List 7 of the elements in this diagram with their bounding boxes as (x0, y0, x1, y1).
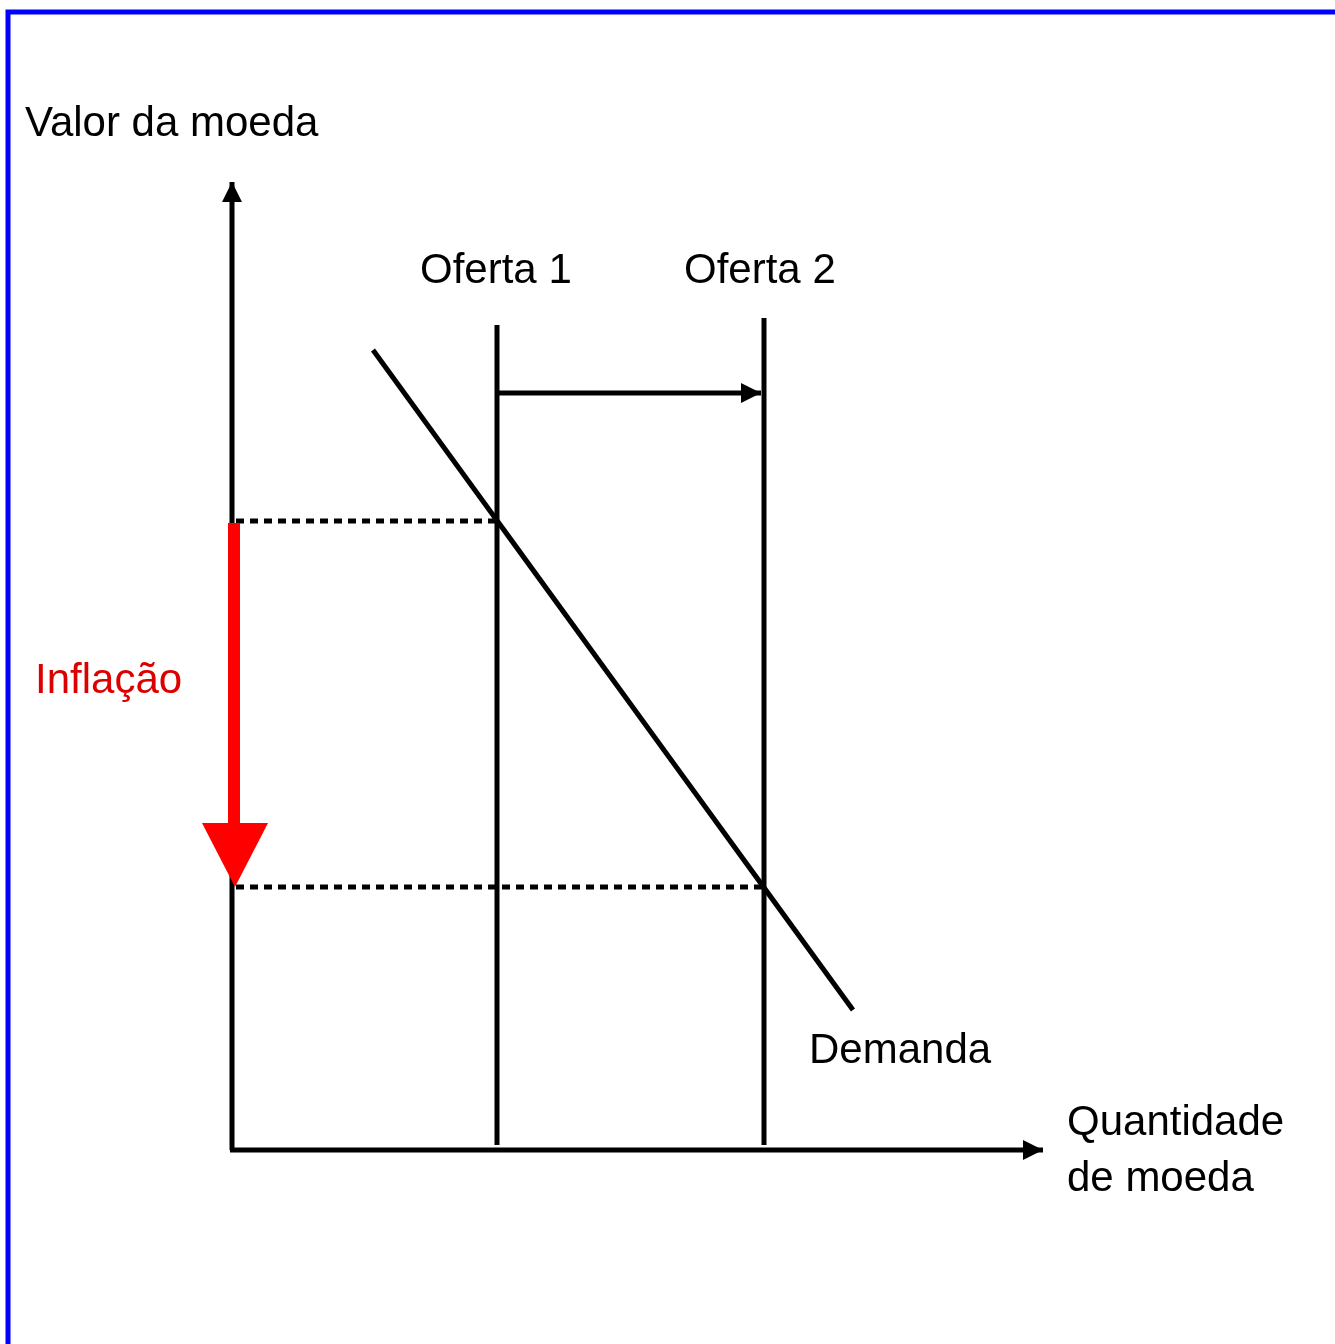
curve-label: Demanda (809, 1025, 992, 1073)
curve-label: Oferta 2 (684, 245, 836, 293)
inflation-label: Inflação (35, 655, 183, 703)
axis-title: Valor da moeda (25, 98, 319, 146)
curve-label: Oferta 1 (420, 245, 572, 293)
axis-title: Quantidade de moeda (1067, 1096, 1286, 1202)
shift-arrow (499, 383, 761, 403)
